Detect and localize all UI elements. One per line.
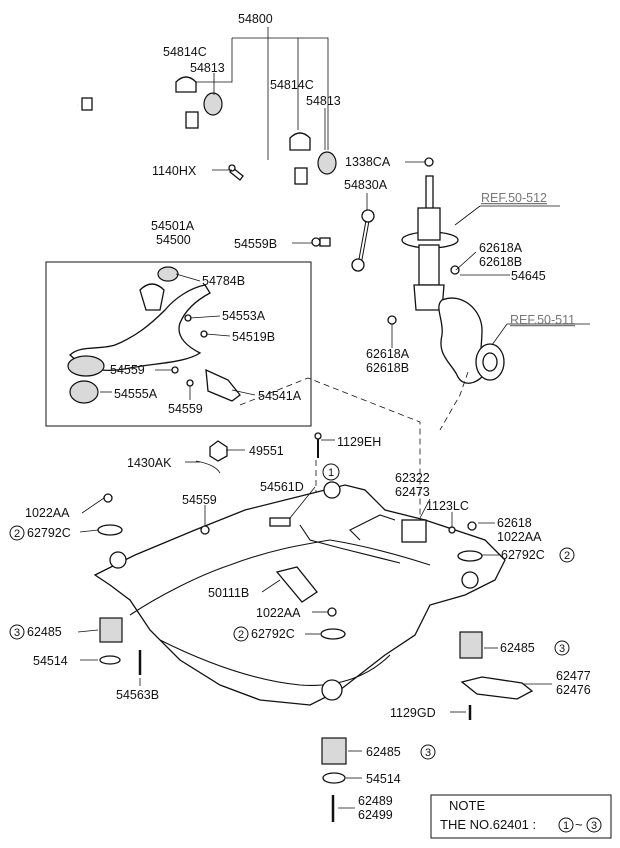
label-1123lc: 1123LC [426,499,469,513]
label-1129eh: 1129EH [337,435,381,449]
label-1022aa-c: 1022AA [256,606,301,620]
label-54830a: 54830A [344,178,388,192]
label-1338ca: 1338CA [345,155,391,169]
stabilizer-bushing-right [289,132,337,175]
svg-text:2: 2 [238,629,244,641]
label-62499: 62499 [358,808,393,822]
label-54514-a: 54514 [33,654,68,668]
bolt-1129eh [314,432,322,458]
note-range-start: 1 [563,820,569,832]
stabilizer-bushing-left [175,76,223,116]
leader-lines [77,27,590,809]
ref-50-512[interactable]: REF.50-512 [481,191,547,205]
note-text: THE NO.62401 : [440,817,536,832]
label-54561d: 54561D [260,480,304,494]
label-54555a: 54555A [114,387,158,401]
label-62618b-top: 62618B [479,255,522,269]
svg-text:3: 3 [425,747,431,759]
label-62476: 62476 [556,683,591,697]
label-62485-b: 62485 [500,641,535,655]
nut-54559-a [171,366,179,374]
marker-2-center: 2 [233,626,249,642]
svg-text:2: 2 [564,550,570,562]
washer-62792c-right [457,550,483,562]
dashed-connector-ref [439,371,469,431]
label-54500: 54500 [156,233,191,247]
marker-3-left: 3 [9,624,25,640]
label-62618b-bot: 62618B [366,361,409,375]
marker-1-center: 1 [322,463,340,481]
label-62792c-a: 62792C [27,526,71,540]
note-range-start-circle [558,817,574,833]
label-54514-b: 54514 [366,772,401,786]
label-49551: 49551 [249,444,284,458]
label-54519b: 54519B [232,330,275,344]
cotter-pin-1430ak [195,460,221,474]
label-50111b: 50111B [208,586,249,600]
nut-54559-b [186,379,194,387]
label-62618a-top: 62618A [479,241,523,255]
label-62489: 62489 [358,794,393,808]
label-1022aa-a: 1022AA [25,506,70,520]
nut-49551 [209,440,228,462]
label-62792c-b: 62792C [501,548,545,562]
label-1430ak: 1430AK [127,456,172,470]
svg-text:3: 3 [14,627,20,639]
label-62485-c: 62485 [366,745,401,759]
label-62618a-bot: 62618A [366,347,410,361]
steering-knuckle [438,297,505,384]
label-54541a: 54541A [258,389,302,403]
label-54814c-b: 54814C [270,78,314,92]
marker-2-left: 2 [9,525,25,541]
stabilizer-link [311,209,375,272]
label-54813-a: 54813 [190,61,225,75]
label-54563b: 54563B [116,688,159,702]
marker-3-bottom: 3 [420,744,436,760]
label-1022aa-b: 1022AA [497,530,542,544]
svg-text:1: 1 [328,467,334,479]
marker-3-right: 3 [554,640,570,656]
lower-arm-detail-box [45,261,312,427]
label-54813-b: 54813 [306,94,341,108]
bolt-1140hx [228,164,244,181]
washer-62792c-left [97,524,123,536]
ref-50-511[interactable]: REF.50-511 [510,313,575,327]
label-62477: 62477 [556,669,591,683]
label-1129gd: 1129GD [390,706,436,720]
label-1140hx: 1140HX [152,164,197,178]
label-62618: 62618 [497,516,532,530]
stabilizer-bar [76,94,332,241]
label-54800: 54800 [238,12,273,26]
strut-assembly [387,157,460,325]
label-54559-b: 54559 [168,402,203,416]
washer-62792c-center [320,628,346,640]
label-62485-a: 62485 [27,625,62,639]
note-range-end: 3 [591,820,597,832]
front-subframe [93,481,506,706]
label-54501a: 54501A [151,219,195,233]
label-54559b: 54559B [234,237,277,251]
label-54645: 54645 [511,269,546,283]
svg-text:2: 2 [14,528,20,540]
label-54814c-a: 54814C [163,45,207,59]
label-62322: 62322 [395,471,430,485]
label-62473: 62473 [395,485,430,499]
note-title: NOTE [449,798,485,813]
note-box: NOTE THE NO.62401 : 1 ~ 3 [430,794,612,839]
bushing-62485-bottom [321,737,347,822]
label-54784b: 54784B [202,274,245,288]
note-range-sep: ~ [575,817,583,832]
lower-control-arm [67,266,241,404]
bushing-62485-right [459,631,534,720]
bushing-62485-left [99,617,142,675]
label-54553a: 54553A [222,309,266,323]
marker-2-right: 2 [559,547,575,563]
note-range-end-circle [586,817,602,833]
label-62792c-c: 62792C [251,627,295,641]
svg-text:3: 3 [559,643,565,655]
label-54559-a: 54559 [110,363,145,377]
label-54559-c: 54559 [182,493,217,507]
